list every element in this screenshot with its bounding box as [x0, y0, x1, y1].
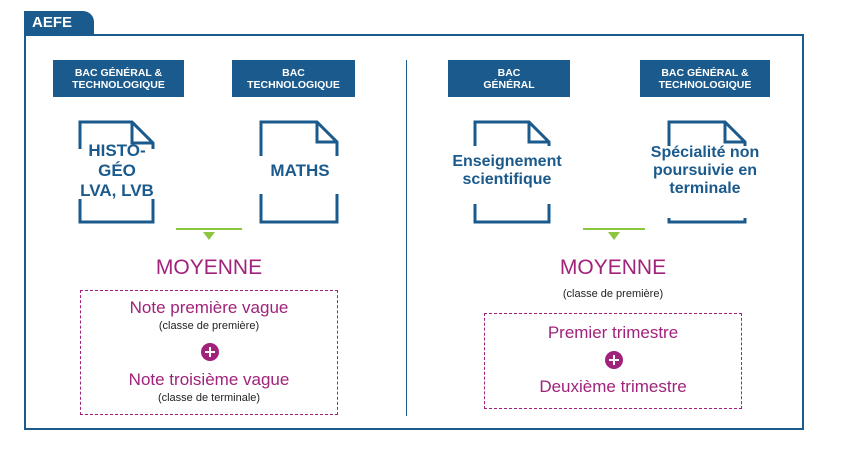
note-troisieme-vague: Note troisième vague	[128, 370, 290, 389]
note-premiere-vague: Note première vague	[129, 298, 289, 317]
formula-box-left: Note première vague (classe de première)…	[80, 290, 338, 415]
document-icon	[259, 120, 339, 224]
document-icon	[78, 120, 155, 224]
diagram-frame	[24, 34, 804, 430]
formula-box-right: Premier trimestre Deuxième trimestre	[484, 313, 742, 409]
document-text-maths: MATHS	[270, 161, 330, 180]
document-icon	[667, 120, 747, 224]
down-arrow-icon	[583, 228, 645, 240]
deuxieme-trimestre: Deuxième trimestre	[539, 377, 687, 396]
classe-premiere-label: (classe de première)	[158, 320, 260, 332]
document-text-enseignement-scientifique: Enseignement scientifique	[452, 153, 562, 188]
document-specialite: Spécialité non poursuivie en terminale	[630, 116, 780, 226]
moyenne-subtitle-right: (classe de première)	[562, 288, 664, 300]
premier-trimestre: Premier trimestre	[547, 323, 679, 342]
document-text-specialite: Spécialité non poursuivie en terminale	[650, 144, 760, 197]
label-bac-general: BAC GÉNÉRAL	[448, 60, 570, 97]
label-bac-general-technologique-right: BAC GÉNÉRAL & TECHNOLOGIQUE	[640, 60, 770, 97]
label-bac-technologique: BAC TECHNOLOGIQUE	[232, 60, 355, 97]
label-bac-general-technologique: BAC GÉNÉRAL & TECHNOLOGIQUE	[53, 60, 184, 97]
document-icon	[473, 120, 551, 224]
document-text-histo-geo: HISTO-GÉO LVA, LVB	[80, 141, 154, 200]
document-enseignement-scientifique: Enseignement scientifique	[437, 116, 577, 226]
column-divider	[406, 60, 407, 416]
down-arrow-icon	[176, 228, 242, 240]
plus-icon	[605, 351, 623, 369]
document-maths: MATHS	[253, 116, 353, 226]
aefe-tag: AEFE	[24, 11, 94, 35]
document-histo-geo: HISTO-GÉO LVA, LVB	[70, 116, 180, 226]
plus-icon	[201, 343, 219, 361]
moyenne-title-left: MOYENNE	[155, 256, 263, 279]
classe-terminale-label: (classe de terminale)	[157, 392, 261, 404]
moyenne-title-right: MOYENNE	[559, 256, 667, 279]
